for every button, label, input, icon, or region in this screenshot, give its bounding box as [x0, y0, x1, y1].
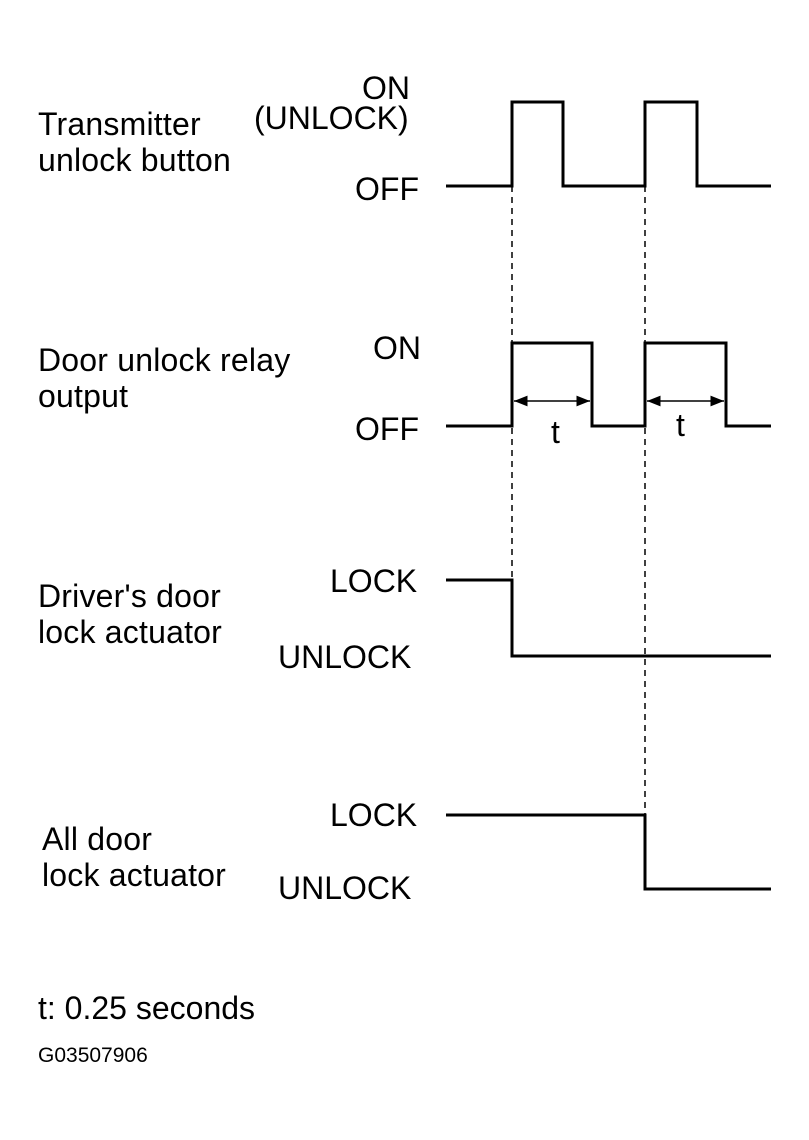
- signal-label-drivers-door-lock-actuator: Driver's door lock actuator: [38, 578, 223, 650]
- waveform-drivers-door-lock-actuator: [446, 578, 771, 658]
- state-label-driver-lock: LOCK: [330, 563, 418, 599]
- state-label-transmitter-unlock: (UNLOCK): [254, 100, 409, 136]
- waveform-transmitter-unlock-button: [446, 100, 771, 188]
- signal-label-all-door-lock-actuator: All door lock actuator: [42, 821, 227, 893]
- figure-code: G03507906: [38, 1044, 148, 1067]
- state-label-driver-unlock: UNLOCK: [278, 639, 412, 675]
- duration-label-second: t: [676, 407, 685, 443]
- waveform-all-door-lock-actuator: [446, 813, 771, 891]
- signal-label-door-unlock-relay-output: Door unlock relay output: [38, 342, 291, 414]
- duration-note: t: 0.25 seconds: [38, 990, 256, 1026]
- duration-label-first: t: [551, 414, 560, 450]
- state-label-all-door-lock: LOCK: [330, 797, 418, 833]
- waveform-door-unlock-relay-output: [446, 341, 771, 428]
- state-label-transmitter-on: ON: [362, 70, 410, 106]
- state-label-relay-on: ON: [373, 330, 421, 366]
- signal-label-transmitter-unlock-button: Transmitter unlock button: [38, 106, 231, 178]
- state-label-transmitter-off: OFF: [355, 171, 419, 207]
- state-label-all-door-unlock: UNLOCK: [278, 870, 412, 906]
- state-label-relay-off: OFF: [355, 411, 419, 447]
